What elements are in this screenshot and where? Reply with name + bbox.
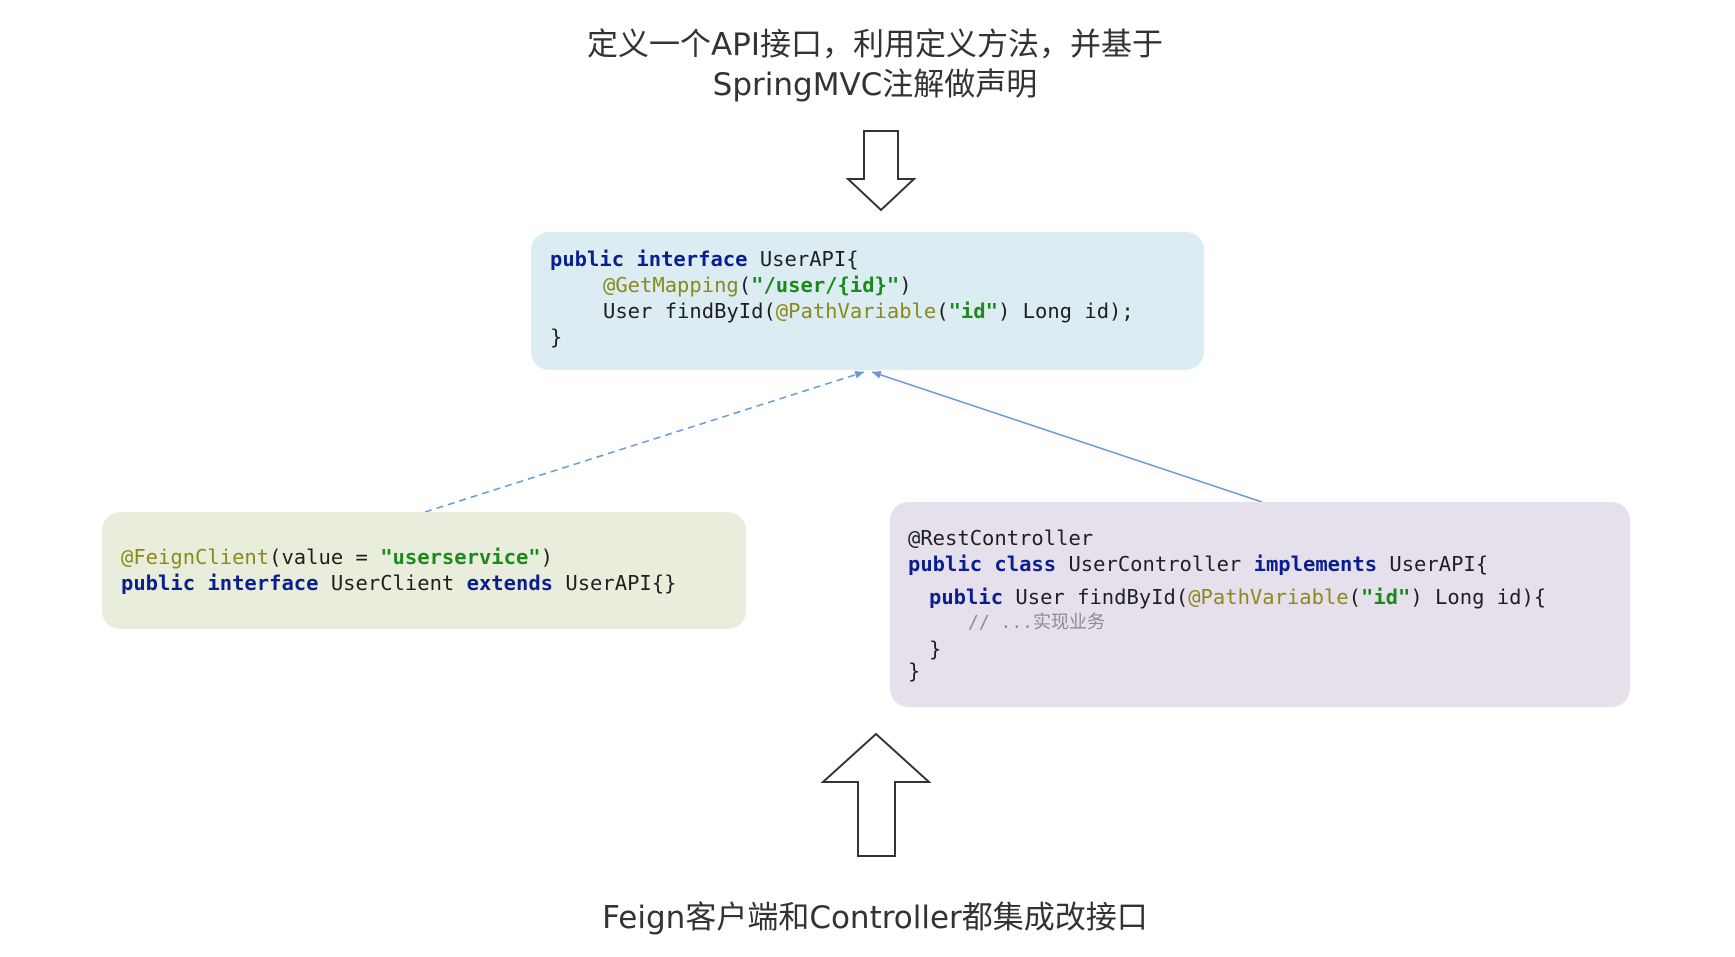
feign-client-annotation: @FeignClient [121, 545, 270, 569]
args-start: (value = [269, 545, 381, 569]
id-string: "id" [948, 299, 998, 323]
rest-controller-annotation: @RestController [908, 526, 1094, 550]
closing-brace: } [550, 325, 563, 349]
kw-class: class [994, 552, 1057, 576]
outer-closing-brace: } [908, 659, 921, 683]
inner-closing-brace: } [929, 637, 942, 661]
kw-implements: implements [1253, 552, 1378, 576]
kw-public: public [550, 247, 625, 271]
path-string: "/user/{id}" [751, 273, 900, 297]
api-line-1: public interface UserAPI{ [550, 246, 859, 272]
api-line-2: @GetMapping("/user/{id}") [603, 272, 912, 298]
paren-open: ( [738, 273, 752, 297]
method-signature-end: ) Long id); [997, 299, 1134, 323]
method-signature-start: User findById( [1003, 585, 1189, 609]
ctrl-line-3: public User findById(@PathVariable("id")… [929, 584, 1546, 610]
api-line-3: User findById(@PathVariable("id") Long i… [603, 298, 1134, 324]
kw-interface: interface [636, 247, 748, 271]
kw-public: public [929, 585, 1004, 609]
args-end: ) [540, 545, 553, 569]
service-string: "userservice" [380, 545, 541, 569]
method-signature-end: ) Long id){ [1410, 585, 1547, 609]
top-caption-line2: SpringMVC注解做声明 [712, 67, 1038, 103]
parent-interface: UserAPI{} [553, 571, 677, 595]
feign-extends-connector [424, 370, 865, 513]
top-caption-line1: 定义一个API接口，利用定义方法，并基于 [586, 27, 1164, 63]
down-arrow-icon [845, 130, 917, 212]
up-arrow-icon [820, 732, 932, 857]
kw-interface: interface [207, 571, 319, 595]
id-string: "id" [1361, 585, 1411, 609]
feign-client-box: @FeignClient(value = "userservice") publ… [102, 512, 746, 629]
paren-open: ( [1348, 585, 1361, 609]
kw-public: public [908, 552, 983, 576]
paren-open: ( [936, 299, 949, 323]
path-variable-annotation: @PathVariable [775, 299, 937, 323]
user-api-interface-box: public interface UserAPI{ @GetMapping("/… [531, 232, 1204, 370]
ctrl-line-1: @RestController [908, 525, 1093, 551]
class-name: UserController [1056, 552, 1254, 576]
client-name: UserClient [318, 571, 467, 595]
paren-close: ) [899, 273, 912, 297]
ctrl-line-4: // ...实现业务 [968, 610, 1105, 636]
interface-name: UserAPI{ [747, 247, 859, 271]
kw-extends: extends [466, 571, 554, 595]
controller-implements-connector [871, 371, 1263, 503]
ctrl-line-6: } [908, 658, 920, 684]
kw-public: public [121, 571, 196, 595]
ctrl-line-5: } [929, 636, 941, 662]
feign-line-2: public interface UserClient extends User… [121, 570, 676, 596]
user-controller-box: @RestController public class UserControl… [890, 502, 1630, 707]
top-caption: 定义一个API接口，利用定义方法，并基于 SpringMVC注解做声明 [500, 25, 1250, 105]
path-variable-annotation: @PathVariable [1188, 585, 1349, 609]
business-comment: // ...实现业务 [968, 612, 1106, 633]
feign-line-1: @FeignClient(value = "userservice") [121, 544, 553, 570]
bottom-caption: Feign客户端和Controller都集成改接口 [602, 900, 1148, 936]
method-signature-start: User findById( [603, 299, 776, 323]
implemented-interface: UserAPI{ [1377, 552, 1489, 576]
ctrl-line-2: public class UserController implements U… [908, 551, 1488, 577]
api-line-4: } [550, 324, 562, 350]
get-mapping-annotation: @GetMapping [603, 273, 739, 297]
